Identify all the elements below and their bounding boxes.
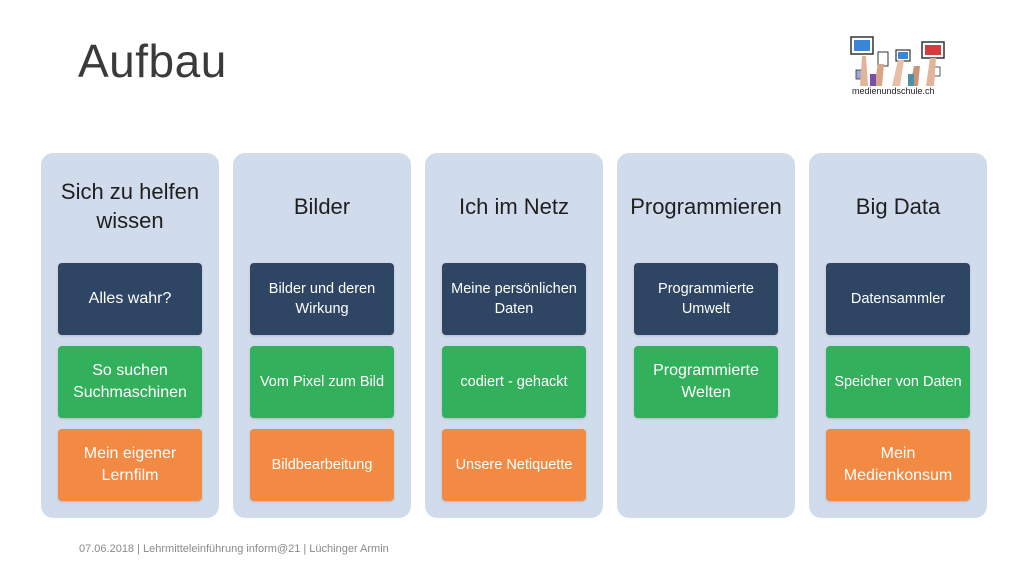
column-sich-zu-helfen-wissen: Sich zu helfen wissen Alles wahr? So suc… — [41, 153, 219, 518]
card-programmierte-welten[interactable]: Programmierte Welten — [634, 346, 778, 418]
card-unsere-netiquette[interactable]: Unsere Netiquette — [442, 429, 586, 501]
column-big-data: Big Data Datensammler Speicher von Daten… — [809, 153, 987, 518]
column-programmieren: Programmieren Programmierte Umwelt Progr… — [617, 153, 795, 518]
card-alles-wahr[interactable]: Alles wahr? — [58, 263, 202, 335]
card-meine-persoenlichen-daten[interactable]: Meine persönlichen Daten — [442, 263, 586, 335]
card-codiert-gehackt[interactable]: codiert - gehackt — [442, 346, 586, 418]
card-so-suchen-suchmaschinen[interactable]: So suchen Suchmaschinen — [58, 346, 202, 418]
card-mein-eigener-lernfilm[interactable]: Mein eigener Lernfilm — [58, 429, 202, 501]
slide-footer: 07.06.2018 | Lehrmitteleinführung inform… — [79, 543, 389, 555]
medienundschule-logo: medienundschule.ch — [848, 34, 948, 100]
column-bilder: Bilder Bilder und deren Wirkung Vom Pixe… — [233, 153, 411, 518]
logo-text: medienundschule.ch — [852, 86, 935, 96]
card-mein-medienkonsum[interactable]: Mein Medienkonsum — [826, 429, 970, 501]
card-speicher-von-daten[interactable]: Speicher von Daten — [826, 346, 970, 418]
card-programmierte-umwelt[interactable]: Programmierte Umwelt — [634, 263, 778, 335]
column-header: Bilder — [293, 193, 351, 219]
card-vom-pixel-zum-bild[interactable]: Vom Pixel zum Bild — [250, 346, 394, 418]
column-header: Ich im Netz — [458, 193, 570, 219]
raised-hands-icon — [850, 36, 945, 86]
column-header: Sich zu helfen wissen — [60, 179, 200, 233]
slide-title: Aufbau — [78, 35, 227, 87]
column-header: Programmieren — [630, 193, 782, 219]
column-ich-im-netz: Ich im Netz Meine persönlichen Daten cod… — [425, 153, 603, 518]
column-header: Big Data — [855, 193, 941, 219]
card-bildbearbeitung[interactable]: Bildbearbeitung — [250, 429, 394, 501]
card-datensammler[interactable]: Datensammler — [826, 263, 970, 335]
card-bilder-und-deren-wirkung[interactable]: Bilder und deren Wirkung — [250, 263, 394, 335]
